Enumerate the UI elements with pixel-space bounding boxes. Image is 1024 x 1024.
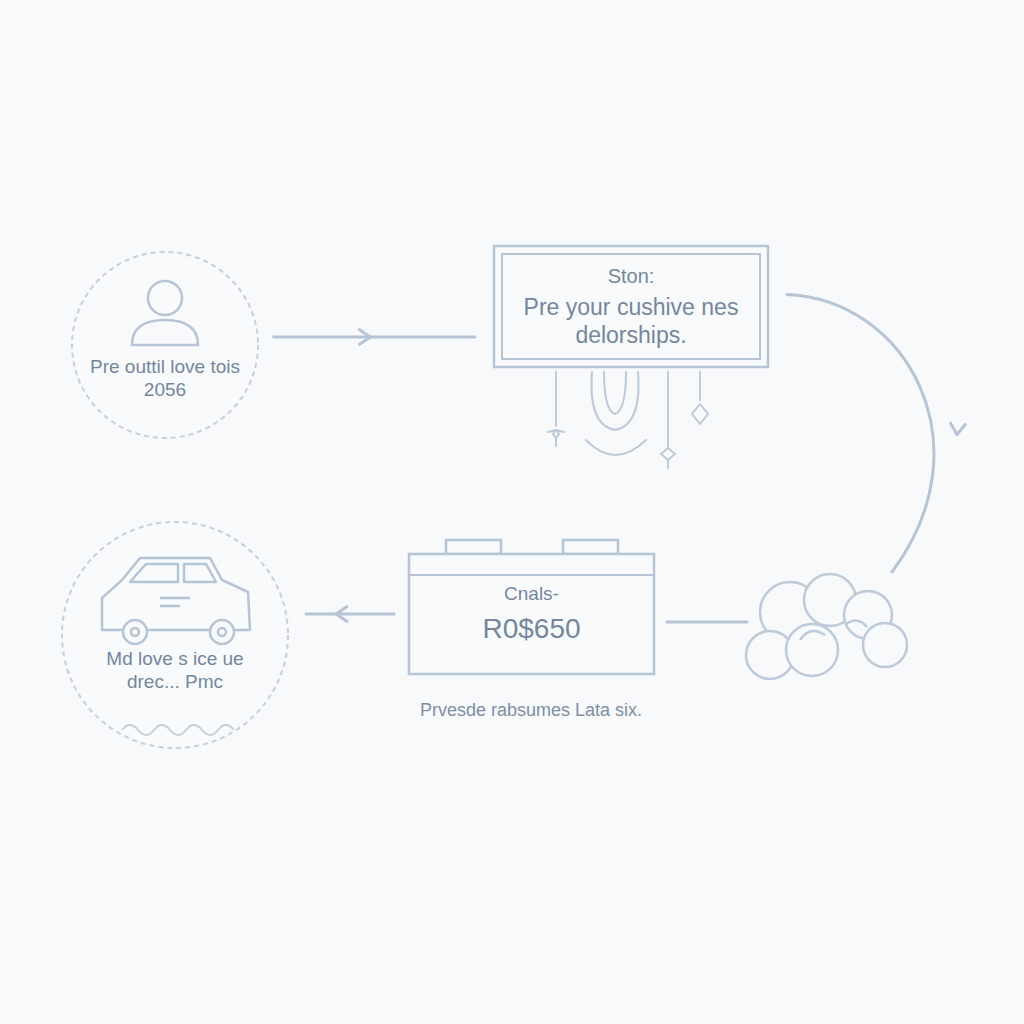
text-area: Cnals- R0$650 — [422, 563, 641, 665]
node-text: Md love s ice ue drec... Pmc — [87, 648, 263, 694]
text-area: Md love s ice ue drec... Pmc — [87, 648, 263, 694]
process-box: Cnals- R0$650 — [408, 553, 655, 675]
flow-connector — [274, 336, 475, 339]
text-area: Ston: Pre your cushive nes delorships. — [507, 255, 755, 358]
cloud-icon — [746, 574, 907, 679]
node-text: R0$650 — [482, 612, 580, 646]
node-heading: Ston: — [608, 264, 655, 288]
circle-outline — [70, 250, 260, 440]
text-area: Pre outtil love tois 2056 — [87, 356, 243, 402]
node-heading: Cnals- — [504, 583, 559, 606]
process-box: Ston: Pre your cushive nes delorships. — [493, 245, 769, 368]
arrow-head — [360, 330, 371, 345]
flow-connector — [306, 613, 394, 616]
note-text: Prvesde rabsumes Lata six. — [420, 700, 642, 721]
node-text: Pre your cushive nes delorships. — [507, 294, 755, 349]
circle-outline — [60, 520, 290, 750]
circle-node: Pre outtil love tois 2056 — [70, 250, 260, 440]
arrow-head — [336, 607, 347, 622]
circle-node: Md love s ice ue drec... Pmc — [60, 520, 290, 750]
hanging-ornament — [548, 372, 708, 468]
arrow-head — [951, 423, 966, 434]
node-text: Pre outtil love tois 2056 — [87, 356, 243, 402]
